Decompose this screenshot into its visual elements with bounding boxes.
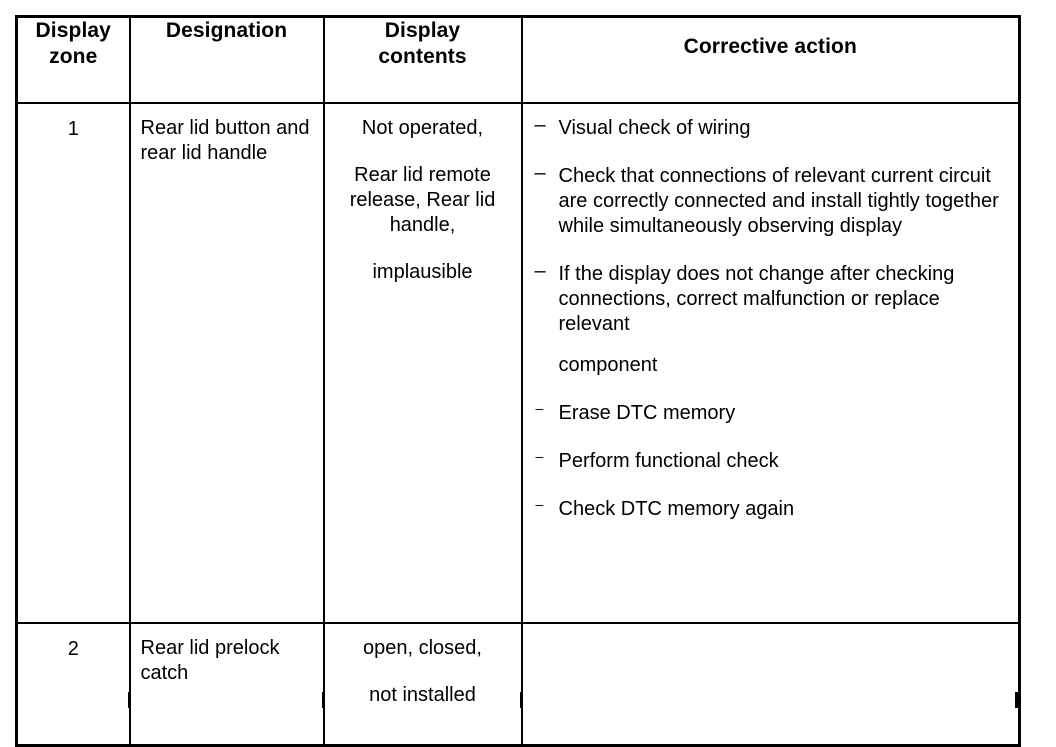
spacer bbox=[333, 661, 513, 683]
corrective-action-text: Erase DTC memory bbox=[558, 402, 736, 424]
corrective-action-item: –Perform functional check bbox=[533, 448, 1011, 474]
corrective-action-item: –Visual check of wiring bbox=[533, 114, 1011, 141]
spacer bbox=[333, 141, 513, 163]
spacer bbox=[333, 238, 513, 260]
next-row-divider-1 bbox=[128, 692, 130, 708]
corrective-action-text: If the display does not change after che… bbox=[558, 263, 955, 335]
next-row-frame bbox=[15, 692, 1018, 708]
designation-text: Rear lid prelock catch bbox=[140, 637, 280, 684]
corrective-action-continuation: component bbox=[558, 354, 658, 376]
display-contents-line-1: Not operated, bbox=[361, 117, 484, 139]
display-contents-line-3: implausible bbox=[372, 261, 473, 283]
corrective-action-text: Check that connections of relevant curre… bbox=[558, 165, 999, 237]
dash-bullet-icon: – bbox=[534, 260, 546, 282]
column-header-display-contents-line2: contents bbox=[378, 45, 467, 68]
cell-display-contents: open, closed, not installed bbox=[322, 622, 523, 747]
corrective-action-item: –Check DTC memory again bbox=[533, 496, 1011, 522]
dash-bullet-icon: – bbox=[534, 162, 546, 184]
column-header-display-contents: Display contents bbox=[322, 15, 523, 104]
table-row: 1 Rear lid button and rear lid handle No… bbox=[15, 102, 1021, 624]
next-row-divider-2 bbox=[322, 692, 324, 708]
column-header-designation: Designation bbox=[128, 15, 325, 104]
designation-text: Rear lid button and rear lid handle bbox=[140, 117, 310, 164]
dash-bullet-icon: – bbox=[535, 496, 544, 512]
corrective-action-text: Perform functional check bbox=[558, 450, 779, 472]
display-contents-line-2: not installed bbox=[369, 684, 476, 706]
table-body: 1 Rear lid button and rear lid handle No… bbox=[15, 102, 1021, 747]
next-row-partial bbox=[15, 692, 1018, 708]
dash-bullet-icon: – bbox=[534, 114, 546, 136]
cell-corrective-action: –Visual check of wiring–Check that conne… bbox=[520, 102, 1021, 624]
display-zone-value: 2 bbox=[67, 638, 79, 660]
cell-display-zone: 1 bbox=[15, 102, 131, 624]
corrective-action-item: –Erase DTC memory bbox=[533, 400, 1011, 426]
next-row-divider-3 bbox=[520, 692, 522, 708]
cell-designation: Rear lid button and rear lid handle bbox=[128, 102, 325, 624]
column-header-display-zone-line2: zone bbox=[49, 45, 98, 68]
column-header-designation-text: Designation bbox=[165, 19, 288, 42]
display-contents-line-1: open, closed, bbox=[363, 637, 482, 659]
display-zone-value: 1 bbox=[67, 118, 79, 140]
corrective-action-text: Check DTC memory again bbox=[558, 498, 795, 520]
cell-designation: Rear lid prelock catch bbox=[128, 622, 325, 747]
cell-corrective-action bbox=[520, 622, 1021, 747]
column-header-display-zone-line1: Display bbox=[35, 19, 111, 42]
column-header-corrective-action-text: Corrective action bbox=[683, 35, 857, 58]
table-row: 2 Rear lid prelock catch open, closed, n… bbox=[15, 622, 1021, 747]
dash-bullet-icon: – bbox=[535, 400, 544, 416]
display-contents-line-2: Rear lid remote release, Rear lid handle… bbox=[349, 164, 496, 236]
cell-display-zone: 2 bbox=[15, 622, 131, 747]
column-header-display-contents-line1: Display bbox=[384, 19, 461, 42]
corrective-action-text: Visual check of wiring bbox=[558, 117, 751, 139]
column-header-display-zone: Display zone bbox=[15, 15, 131, 104]
corrective-action-item: –If the display does not change after ch… bbox=[533, 260, 1011, 378]
cell-display-contents: Not operated, Rear lid remote release, R… bbox=[322, 102, 523, 624]
dash-bullet-icon: – bbox=[535, 448, 544, 464]
column-header-corrective-action: Corrective action bbox=[520, 15, 1021, 104]
corrective-action-list: –Visual check of wiring–Check that conne… bbox=[533, 114, 1011, 522]
corrective-action-item: –Check that connections of relevant curr… bbox=[533, 162, 1011, 239]
